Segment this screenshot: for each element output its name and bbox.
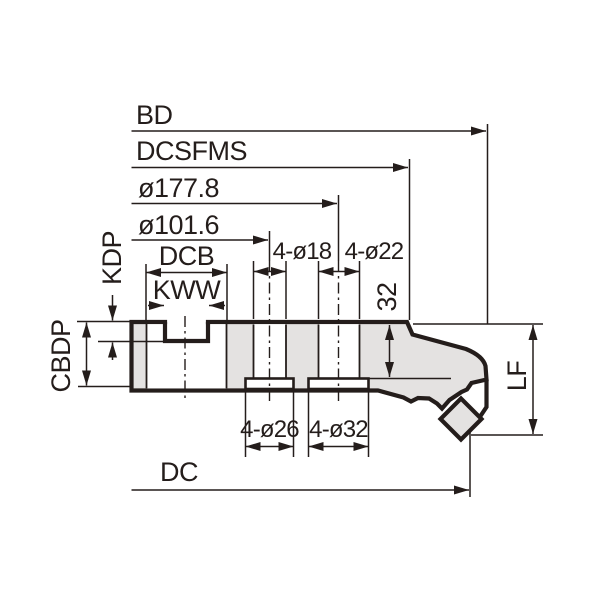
dimension-lines — [82, 126, 538, 495]
label-4-o32: 4-ø32 — [309, 416, 368, 443]
extension-lines — [77, 124, 543, 497]
centerlines — [184, 261, 340, 402]
label-kww: KWW — [153, 275, 221, 305]
label-lf: LF — [502, 361, 532, 392]
label-32: 32 — [372, 282, 402, 311]
label-bd: BD — [136, 100, 173, 130]
label-4-o22: 4-ø22 — [345, 238, 404, 265]
label-kdp: KDP — [97, 231, 127, 285]
label-dia-177-8: ø177.8 — [138, 173, 219, 203]
label-dcb: DCB — [159, 241, 215, 271]
dimension-labels: BD DCSFMS ø177.8 ø101.6 DCB KWW KDP CBDP… — [46, 100, 532, 487]
keyway-slot-outline — [162, 322, 211, 344]
label-dia-101-6: ø101.6 — [138, 210, 219, 240]
label-4-o18: 4-ø18 — [273, 238, 332, 265]
cutter-body — [129, 319, 489, 443]
label-dc: DC — [160, 457, 198, 487]
insert-seat-edge — [477, 379, 489, 419]
label-4-o26: 4-ø26 — [240, 416, 299, 443]
label-dcsfms: DCSFMS — [136, 136, 247, 166]
label-cbdp: CBDP — [46, 319, 76, 392]
bore-void — [147, 324, 226, 389]
insert-diamond — [437, 395, 485, 443]
